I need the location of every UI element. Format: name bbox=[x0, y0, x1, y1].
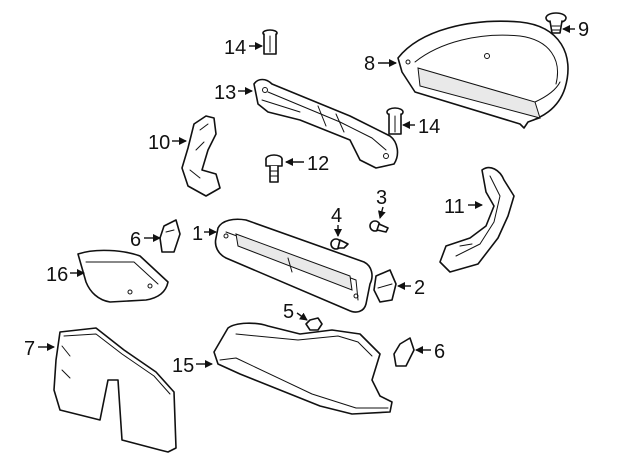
callout-12: 12 bbox=[285, 153, 329, 175]
svg-text:13: 13 bbox=[214, 82, 236, 104]
svg-text:6: 6 bbox=[434, 341, 445, 363]
svg-text:11: 11 bbox=[444, 196, 465, 218]
callout-5: 5 bbox=[283, 301, 308, 323]
part-15-liner bbox=[213, 322, 393, 415]
svg-text:16: 16 bbox=[46, 264, 68, 286]
svg-text:10: 10 bbox=[148, 132, 170, 154]
callout-14-top: 14 bbox=[224, 37, 263, 59]
part-3-screw bbox=[369, 220, 389, 233]
part-7-board bbox=[53, 327, 177, 453]
callout-11: 11 bbox=[444, 196, 483, 218]
callout-1: 1 bbox=[192, 223, 217, 245]
svg-text:8: 8 bbox=[364, 53, 375, 75]
part-6-clip-left bbox=[159, 219, 181, 253]
part-6-clip-right bbox=[393, 337, 415, 367]
callout-6-left: 6 bbox=[130, 229, 161, 251]
callout-13: 13 bbox=[214, 82, 253, 104]
part-2-clip-bracket bbox=[373, 269, 397, 303]
svg-text:14: 14 bbox=[224, 37, 246, 59]
svg-text:12: 12 bbox=[307, 153, 329, 175]
svg-text:2: 2 bbox=[414, 277, 425, 299]
svg-text:6: 6 bbox=[130, 229, 141, 251]
svg-text:4: 4 bbox=[331, 205, 342, 227]
svg-text:3: 3 bbox=[376, 187, 387, 209]
callout-10: 10 bbox=[148, 132, 187, 154]
svg-text:7: 7 bbox=[24, 338, 35, 360]
callout-7: 7 bbox=[24, 338, 55, 360]
callout-3: 3 bbox=[376, 187, 387, 219]
svg-text:15: 15 bbox=[172, 355, 194, 377]
part-9-push-clip bbox=[545, 12, 567, 34]
part-13-bracket bbox=[253, 78, 399, 169]
part-8-rear-tray bbox=[397, 20, 569, 129]
part-16-mat bbox=[77, 249, 169, 303]
part-5-nut bbox=[305, 317, 323, 331]
part-14-screw-middle bbox=[386, 107, 404, 135]
callout-6-right: 6 bbox=[415, 341, 445, 363]
callout-8: 8 bbox=[364, 53, 397, 75]
part-4-bolt bbox=[330, 238, 349, 250]
part-14-screw-top bbox=[262, 29, 278, 55]
callout-14-middle: 14 bbox=[402, 116, 440, 138]
svg-text:14: 14 bbox=[418, 116, 440, 138]
callout-2: 2 bbox=[397, 277, 425, 299]
part-11-right-bracket bbox=[439, 166, 515, 273]
callout-15: 15 bbox=[172, 355, 213, 377]
svg-text:1: 1 bbox=[192, 223, 203, 245]
callout-9: 9 bbox=[562, 19, 589, 41]
callout-4: 4 bbox=[331, 205, 342, 237]
callout-16: 16 bbox=[46, 264, 85, 286]
svg-text:9: 9 bbox=[578, 19, 589, 41]
part-12-bolt bbox=[265, 154, 283, 183]
part-10-left-bracket bbox=[181, 115, 221, 197]
svg-text:5: 5 bbox=[283, 301, 294, 323]
part-1-panel bbox=[214, 218, 373, 313]
